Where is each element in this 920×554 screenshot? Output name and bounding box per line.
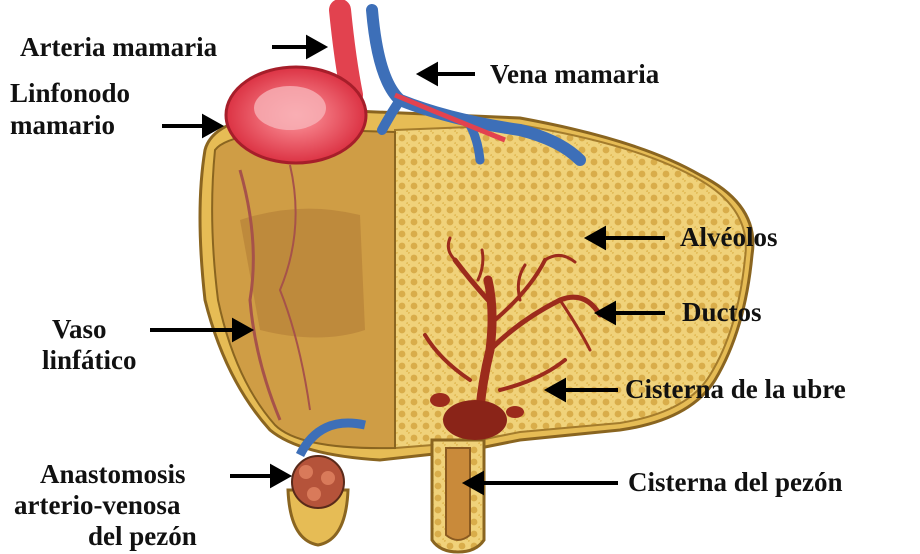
- teat-cistern: [446, 448, 470, 540]
- label-cisterna-ubre: Cisterna de la ubre: [625, 374, 846, 404]
- label-arteria-mamaria: Arteria mamaria: [20, 32, 217, 62]
- label-anastomosis-line1: Anastomosis: [40, 459, 186, 489]
- label-linfonodo-line1: Linfonodo: [10, 78, 130, 108]
- label-anastomosis-line2: arterio-venosa: [14, 490, 180, 520]
- label-alveolos: Alvéolos: [680, 222, 778, 252]
- label-cisterna-pezon: Cisterna del pezón: [628, 467, 842, 497]
- label-vena-mamaria: Vena mamaria: [490, 59, 659, 89]
- label-vaso-line2: linfático: [42, 345, 137, 375]
- gland-cistern: [443, 400, 507, 440]
- label-vaso-line1: Vaso: [52, 314, 107, 344]
- anastomosis-cluster: [292, 456, 344, 508]
- cut-section-shading: [240, 209, 365, 338]
- label-linfonodo-line2: mamario: [10, 110, 115, 140]
- label-anastomosis-line3: del pezón: [88, 521, 197, 551]
- label-ductos: Ductos: [682, 297, 762, 327]
